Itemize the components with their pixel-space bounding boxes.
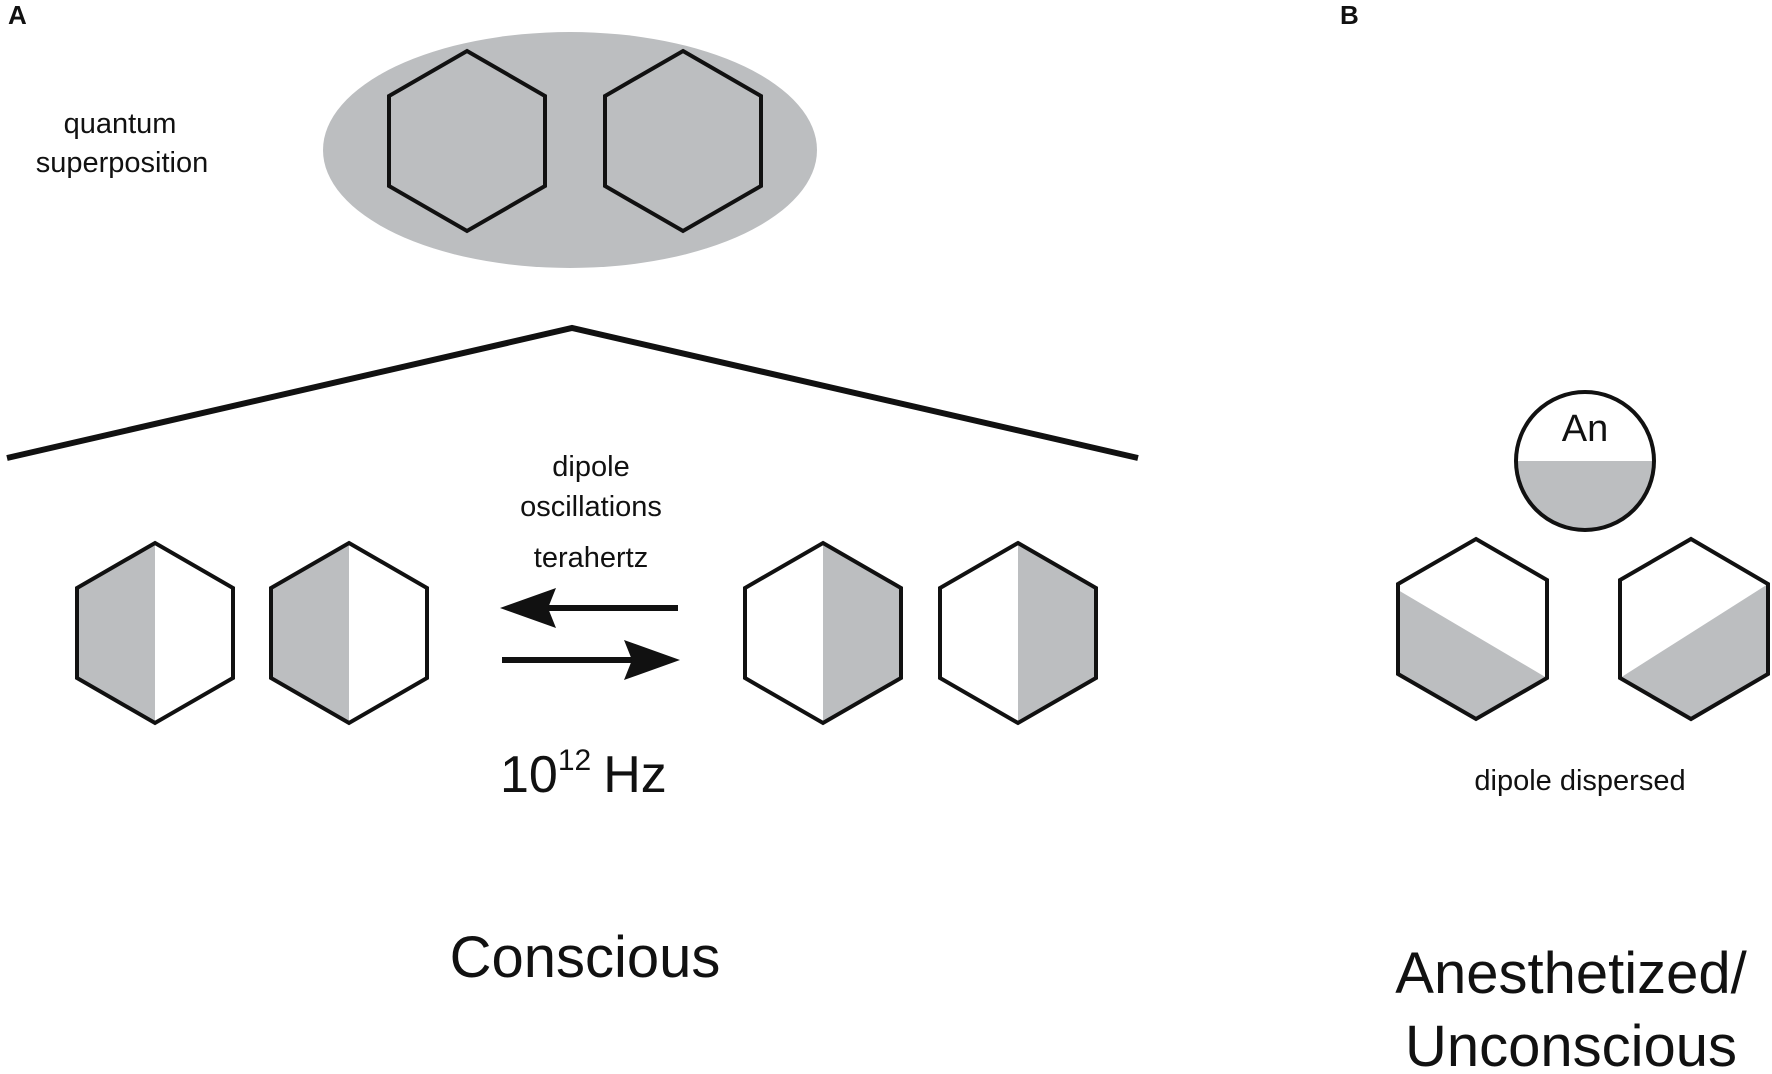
dispersed-hexagon-right — [1618, 536, 1770, 722]
dipole-dispersed-label: dipole dispersed — [1474, 765, 1685, 797]
frequency-base: 10 — [500, 746, 558, 804]
oscillation-label-line1: dipole — [552, 451, 629, 483]
hexagon-shade — [1018, 543, 1096, 723]
dispersed-hexagon-left — [1396, 536, 1549, 722]
frequency-exponent: 12 — [558, 744, 591, 777]
frequency-label: 1012 Hz — [500, 744, 667, 804]
panel-a-letter: A — [8, 0, 27, 30]
superposition-label-line2: superposition — [36, 147, 209, 179]
hexagon-shade — [271, 543, 349, 723]
dispersed-dimer — [1396, 536, 1770, 722]
panel-b-caption-line2: Unconscious — [1405, 1014, 1737, 1074]
superposition-hexagon-left — [387, 48, 547, 234]
anesthetic-label: An — [1562, 408, 1608, 450]
panel-a: quantum superposition dipole oscillation… — [6, 32, 1139, 990]
superposition-hexagon-right — [603, 48, 763, 234]
zoom-wedge — [6, 324, 1139, 461]
dimer-right — [743, 540, 1098, 726]
anesthetic-outline — [1514, 390, 1656, 532]
superposition-group: quantum superposition — [36, 32, 817, 268]
panel-b: An dipole dispersed Anesthetized/ Uncons… — [1395, 390, 1770, 1074]
panel-b-letter: B — [1340, 0, 1359, 30]
anesthetic-shade — [1516, 461, 1654, 530]
arrow-left — [500, 588, 678, 628]
frequency-unit: Hz — [603, 746, 667, 804]
hexagon-right-2 — [938, 540, 1098, 726]
hexagon-shade — [77, 543, 155, 723]
dimer-left — [75, 540, 429, 726]
arrow-left-head — [500, 588, 556, 628]
hexagon-shade — [823, 543, 901, 723]
superposition-label-line1: quantum — [64, 108, 177, 140]
anesthetic-circle: An — [1514, 390, 1656, 532]
hexagon-left-1 — [75, 540, 235, 726]
panel-a-caption: Conscious — [450, 925, 721, 990]
hexagon-shade — [1398, 590, 1547, 719]
arrow-right — [502, 640, 680, 680]
panel-b-caption-line1: Anesthetized/ — [1395, 941, 1747, 1006]
hexagon-right-1 — [743, 540, 903, 726]
arrow-right-head — [624, 640, 680, 680]
oscillation-label-line2: oscillations — [520, 491, 662, 523]
oscillation-label-line3: terahertz — [534, 542, 648, 574]
hexagon-shade — [1620, 584, 1768, 719]
superposition-ellipse — [323, 32, 817, 268]
hexagon-left-2 — [269, 540, 429, 726]
